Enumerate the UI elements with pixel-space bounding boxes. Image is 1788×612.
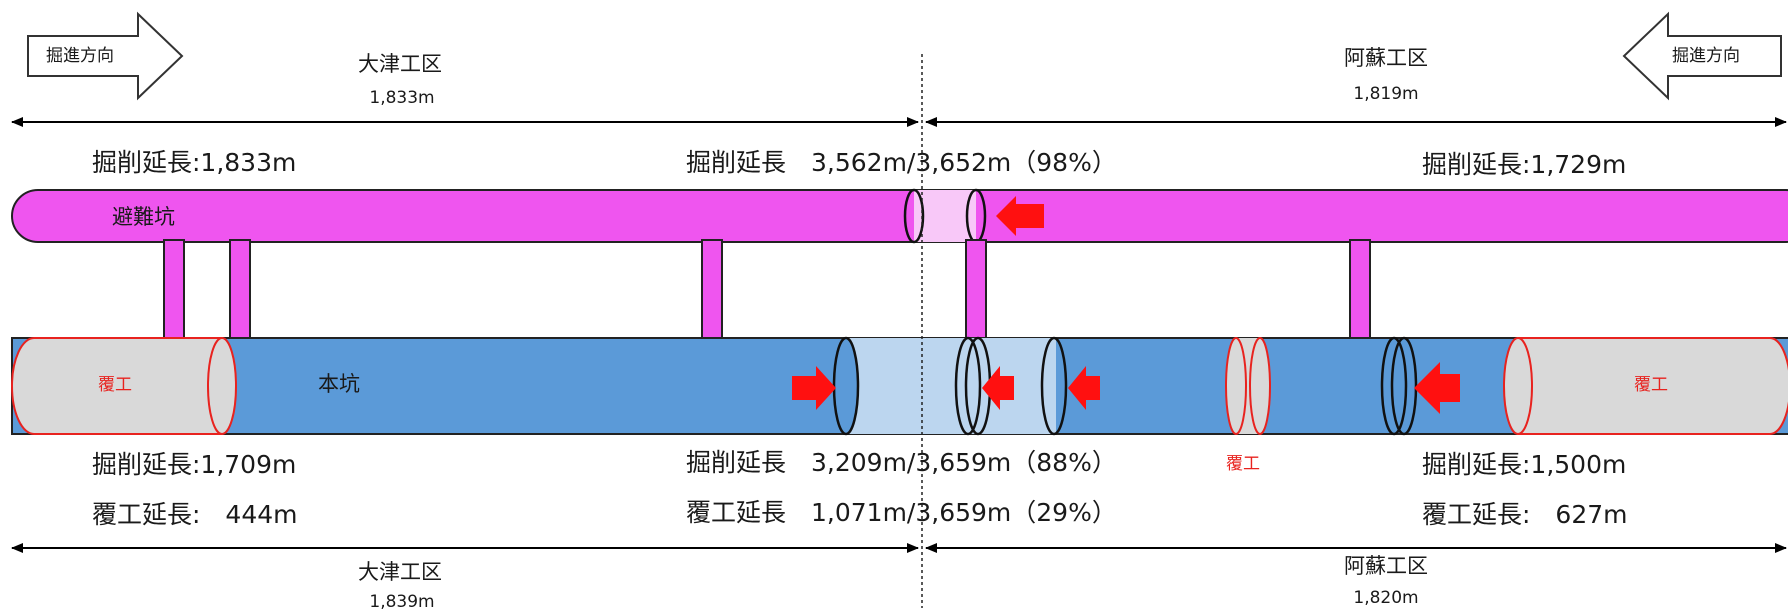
bottom-left-section-name: 大津工区 bbox=[358, 560, 442, 584]
top-left-section-length: 1,833m bbox=[369, 88, 435, 108]
main-face-2 bbox=[954, 336, 982, 436]
top-left-section-name: 大津工区 bbox=[358, 52, 442, 76]
lining-label-middle: 覆工 bbox=[1226, 454, 1260, 474]
excavation-arrow-main-right-1-icon bbox=[792, 366, 836, 410]
evac-center-excavation: 掘削延長 3,562m/3,652m（98%） bbox=[686, 148, 1117, 177]
main-right-excavation: 掘削延長:1,500m bbox=[1422, 450, 1627, 479]
connecting-passages bbox=[163, 239, 1371, 341]
excavation-arrow-main-left-2-icon bbox=[1068, 366, 1100, 410]
direction-arrow-left-icon bbox=[27, 11, 184, 101]
main-center-lining: 覆工延長 1,071m/3,659m（29%） bbox=[686, 498, 1117, 527]
evacuation-tunnel-remaining bbox=[914, 190, 976, 242]
evacuation-face-left bbox=[903, 188, 925, 244]
excavation-arrow-main-left-1-icon bbox=[982, 366, 1014, 410]
evacuation-tunnel-label: 避難坑 bbox=[112, 205, 175, 229]
bottom-left-section-length: 1,839m bbox=[369, 592, 435, 612]
main-face-5 bbox=[1380, 336, 1408, 436]
excavation-arrow-evac-icon bbox=[996, 196, 1044, 236]
evac-left-excavation: 掘削延長:1,833m bbox=[92, 148, 297, 177]
lining-label-right: 覆工 bbox=[1634, 375, 1668, 395]
lining-right bbox=[1517, 337, 1788, 435]
main-left-excavation: 掘削延長:1,709m bbox=[92, 450, 297, 479]
bottom-right-section-length: 1,820m bbox=[1353, 588, 1419, 608]
direction-label-left: 掘進方向 bbox=[46, 46, 114, 66]
evacuation-tunnel bbox=[11, 189, 1788, 243]
top-right-section-length: 1,819m bbox=[1353, 84, 1419, 104]
main-tunnel-label: 本坑 bbox=[318, 372, 360, 396]
evac-right-excavation: 掘削延長:1,729m bbox=[1422, 150, 1627, 179]
main-face-4 bbox=[1040, 336, 1068, 436]
main-center-excavation: 掘削延長 3,209m/3,659m（88%） bbox=[686, 448, 1117, 477]
main-face-1 bbox=[832, 336, 860, 436]
main-tunnel-remaining bbox=[846, 338, 1056, 434]
bottom-right-section-name: 阿蘇工区 bbox=[1344, 554, 1428, 578]
excavation-arrow-main-left-3-icon bbox=[1414, 362, 1460, 414]
direction-label-right: 掘進方向 bbox=[1672, 46, 1740, 66]
lining-label-left: 覆工 bbox=[98, 375, 132, 395]
direction-arrow-right-icon bbox=[1622, 11, 1782, 101]
top-right-section-name: 阿蘇工区 bbox=[1344, 46, 1428, 70]
main-right-lining: 覆工延長: 627m bbox=[1422, 500, 1628, 529]
lining-left bbox=[11, 337, 223, 435]
main-left-lining: 覆工延長: 444m bbox=[92, 500, 298, 529]
